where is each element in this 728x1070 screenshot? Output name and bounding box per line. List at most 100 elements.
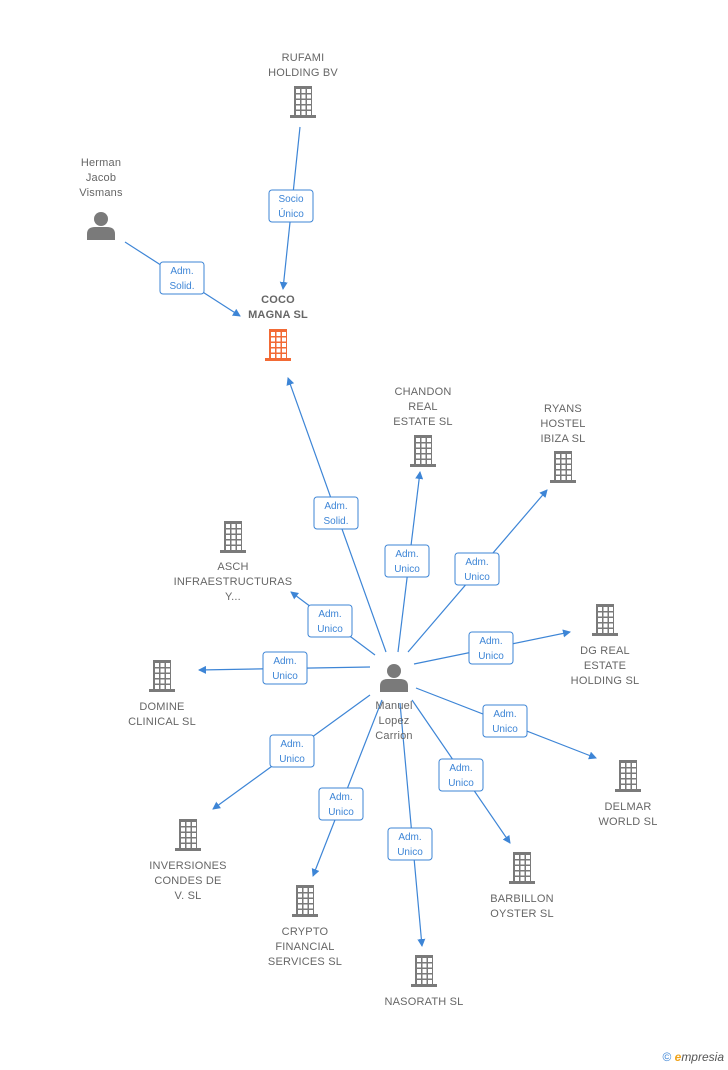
- node-label[interactable]: WORLD SL: [598, 816, 657, 828]
- node-label[interactable]: SERVICES SL: [268, 956, 342, 968]
- node-ryans[interactable]: RYANS HOSTEL IBIZA SL: [540, 403, 585, 483]
- node-label[interactable]: Lopez: [379, 715, 410, 727]
- edge-label-box[interactable]: [307, 604, 353, 638]
- edge-label-text: Unico: [328, 807, 354, 818]
- node-domine[interactable]: DOMINE CLINICAL SL: [128, 660, 196, 728]
- node-label[interactable]: BARBILLON: [490, 893, 554, 905]
- brand-name: mpresia: [681, 1050, 724, 1064]
- edge-label-box[interactable]: [468, 631, 514, 665]
- building-icon[interactable]: [292, 885, 318, 917]
- node-label[interactable]: HOLDING SL: [571, 675, 640, 687]
- node-dg[interactable]: DG REAL ESTATE HOLDING SL: [571, 604, 640, 687]
- node-label[interactable]: MAGNA SL: [248, 309, 308, 321]
- edge-label-text: Adm.: [280, 739, 303, 750]
- person-icon[interactable]: [87, 212, 115, 240]
- building-icon[interactable]: [592, 604, 618, 636]
- node-barbillon[interactable]: BARBILLON OYSTER SL: [490, 852, 554, 920]
- node-label[interactable]: Y...: [225, 591, 241, 603]
- node-label[interactable]: INFRAESTRUCTURAS: [174, 576, 293, 588]
- node-label[interactable]: INVERSIONES: [149, 860, 226, 872]
- edge-label-box[interactable]: [387, 827, 433, 861]
- building-icon[interactable]: [149, 660, 175, 692]
- edge-label-box[interactable]: [454, 552, 500, 586]
- edge-label-box[interactable]: [384, 544, 430, 578]
- node-label[interactable]: Manuel: [375, 700, 412, 712]
- node-asch[interactable]: ASCH INFRAESTRUCTURAS Y...: [174, 521, 293, 603]
- node-label[interactable]: RUFAMI: [282, 52, 325, 64]
- node-label[interactable]: DOMINE: [139, 701, 184, 713]
- building-icon[interactable]: [290, 86, 316, 118]
- edge-label-text: Solid.: [169, 281, 194, 292]
- node-label[interactable]: V. SL: [175, 890, 202, 902]
- brand-initial: e: [674, 1050, 682, 1064]
- node-label[interactable]: ESTATE SL: [393, 416, 452, 428]
- node-label[interactable]: CONDES DE: [154, 875, 221, 887]
- node-label[interactable]: Carrion: [375, 730, 412, 742]
- node-label[interactable]: RYANS: [544, 403, 582, 415]
- node-label[interactable]: HOSTEL: [540, 418, 585, 430]
- edge-label-box[interactable]: [269, 734, 315, 768]
- node-label[interactable]: NASORATH SL: [384, 996, 463, 1008]
- edge-manuel-to-asch: Adm.Unico: [290, 591, 376, 656]
- building-icon[interactable]: [615, 760, 641, 792]
- node-inversiones[interactable]: INVERSIONES CONDES DE V. SL: [149, 819, 226, 902]
- node-chandon[interactable]: CHANDON REAL ESTATE SL: [393, 386, 453, 467]
- building-icon[interactable]: [175, 819, 201, 851]
- edge-label-box[interactable]: [318, 787, 364, 821]
- node-coco[interactable]: COCO MAGNA SL: [248, 294, 308, 361]
- building-icon[interactable]: [411, 955, 437, 987]
- node-nasorath[interactable]: NASORATH SL: [384, 955, 463, 1008]
- edge-label-box[interactable]: [262, 651, 308, 685]
- edge-manuel-to-inversiones: Adm. Unico: [212, 694, 371, 810]
- edge-herman-to-coco: Adm.Solid.: [124, 241, 241, 317]
- edge-label-box[interactable]: [313, 496, 359, 530]
- edge-manuel-to-nasorath: Adm.Unico: [387, 702, 433, 947]
- node-label[interactable]: REAL: [408, 401, 438, 413]
- edge-manuel-to-delmar: Adm.Unico: [415, 687, 597, 760]
- node-label[interactable]: CLINICAL SL: [128, 716, 196, 728]
- edge-manuel-to-domine: Adm.Unico: [198, 651, 371, 685]
- node-label[interactable]: CRYPTO: [282, 926, 329, 938]
- node-label[interactable]: DG REAL: [580, 645, 630, 657]
- edge-label-text: Unico: [279, 754, 305, 765]
- building-icon[interactable]: [410, 435, 436, 467]
- node-label[interactable]: HOLDING BV: [268, 67, 338, 79]
- node-label[interactable]: IBIZA SL: [540, 433, 585, 445]
- node-rufami[interactable]: RUFAMI HOLDING BV: [268, 52, 338, 118]
- node-label[interactable]: Vismans: [79, 187, 123, 199]
- node-label[interactable]: Herman: [81, 157, 121, 169]
- building-icon[interactable]: [550, 451, 576, 483]
- edge-line: [399, 702, 426, 947]
- edge-manuel-to-dg: Adm.Unico: [413, 629, 571, 665]
- node-label[interactable]: OYSTER SL: [490, 908, 554, 920]
- building-icon[interactable]: [220, 521, 246, 553]
- edge-label-box[interactable]: [438, 758, 484, 792]
- node-label[interactable]: DELMAR: [604, 801, 651, 813]
- edge-label-text: Unico: [397, 847, 423, 858]
- edge-label-text: Unico: [492, 724, 518, 735]
- node-label[interactable]: CHANDON: [394, 386, 451, 398]
- edge-label-text: Único: [278, 207, 304, 220]
- node-delmar[interactable]: DELMAR WORLD SL: [598, 760, 657, 828]
- edge-label-box[interactable]: [268, 189, 314, 223]
- edge-manuel-to-crypto: Adm.Unico: [311, 699, 383, 877]
- node-label[interactable]: ASCH: [217, 561, 248, 573]
- node-label[interactable]: FINANCIAL: [275, 941, 334, 953]
- node-label[interactable]: COCO: [261, 294, 295, 306]
- node-label[interactable]: Jacob: [86, 172, 116, 184]
- node-crypto[interactable]: CRYPTO FINANCIAL SERVICES SL: [268, 885, 342, 968]
- copyright-symbol: ©: [662, 1050, 672, 1064]
- edge-label-box[interactable]: [482, 704, 528, 738]
- building-icon[interactable]: [265, 329, 291, 361]
- person-icon[interactable]: [380, 664, 408, 692]
- building-icon[interactable]: [509, 852, 535, 884]
- edge-label-box[interactable]: [159, 261, 205, 295]
- node-label[interactable]: ESTATE: [584, 660, 626, 672]
- edge-label-text: Solid.: [323, 516, 348, 527]
- empresia-watermark: © empresia: [662, 1050, 724, 1064]
